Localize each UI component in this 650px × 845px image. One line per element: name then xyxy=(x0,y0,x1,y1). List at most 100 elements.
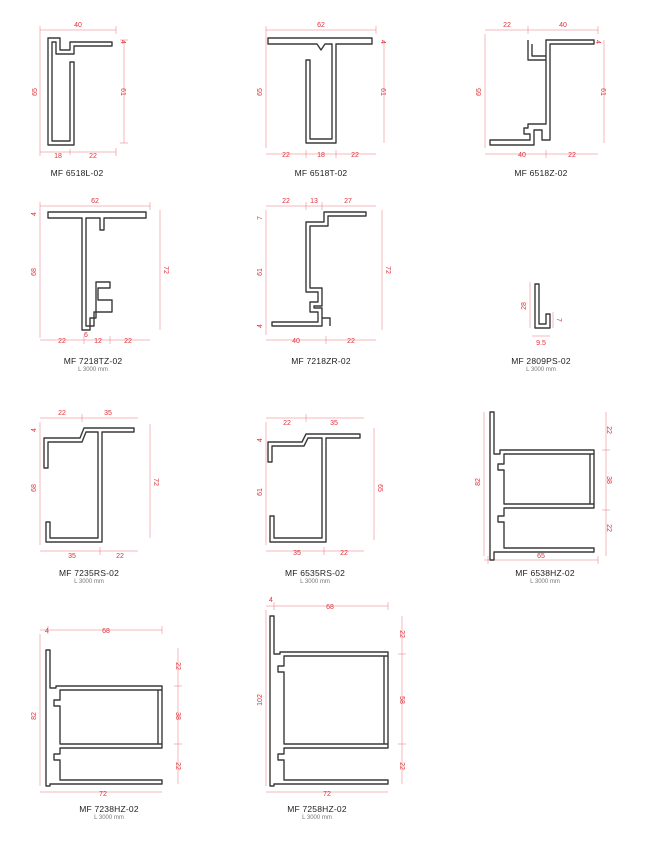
profile-outline-web xyxy=(589,454,595,504)
dim-label: 72 xyxy=(99,791,107,798)
profile-caption: MF 7238HZ-02 L 3000 mm xyxy=(24,804,194,821)
dim-label: 22 xyxy=(174,762,181,770)
dimension-lines xyxy=(484,26,605,158)
profile-length: L 3000 mm xyxy=(530,579,560,585)
profile-outline xyxy=(47,211,147,331)
dim-label: 61 xyxy=(599,88,606,96)
profile-6518z xyxy=(484,26,605,158)
dim-label: 22 xyxy=(58,338,66,345)
dim-label: 22 xyxy=(89,153,97,160)
profile-7218zr xyxy=(265,202,383,344)
dim-label: 65 xyxy=(476,88,483,96)
dim-label: 62 xyxy=(91,198,99,205)
dimension-lines xyxy=(529,282,554,337)
profile-6518l xyxy=(39,26,128,156)
profile-outline-lip xyxy=(322,317,331,326)
dim-label: 40 xyxy=(74,22,82,29)
dim-label: 22 xyxy=(340,550,348,557)
profile-caption: MF 6518L-02 xyxy=(0,168,162,178)
dim-label: 4 xyxy=(594,40,601,44)
dim-label: 22 xyxy=(605,524,612,532)
profile-caption: MF 7218TZ-02 L 3000 mm xyxy=(8,356,178,373)
profile-6518t xyxy=(265,26,385,158)
profile-name: MF 2809PS-02 xyxy=(511,356,571,366)
profile-length: L 3000 mm xyxy=(300,579,330,585)
dim-label: 18 xyxy=(317,152,325,159)
dim-label: 35 xyxy=(293,550,301,557)
dim-label: 9.5 xyxy=(536,340,546,347)
dim-label: 7 xyxy=(555,318,562,322)
profile-name: MF 7218ZR-02 xyxy=(291,356,351,366)
profile-name: MF 7258HZ-02 xyxy=(287,804,347,814)
dim-label: 82 xyxy=(31,712,38,720)
profile-caption: MF 7218ZR-02 xyxy=(236,356,406,366)
dim-label: 35 xyxy=(68,553,76,560)
profile-name: MF 6538HZ-02 xyxy=(515,568,575,578)
dim-label: 65 xyxy=(257,88,264,96)
dim-label: 72 xyxy=(323,791,331,798)
dim-label: 40 xyxy=(518,152,526,159)
profile-caption: MF 6535RS-02 L 3000 mm xyxy=(230,568,400,585)
profile-7235rs xyxy=(39,414,151,555)
dim-label: 65 xyxy=(376,484,383,492)
dim-label: 13 xyxy=(310,198,318,205)
dim-label: 4 xyxy=(257,438,264,442)
profile-name: MF 6535RS-02 xyxy=(284,568,346,578)
profile-caption: MF 6518Z-02 xyxy=(456,168,626,178)
profile-2809ps xyxy=(529,282,554,337)
dim-label: 22 xyxy=(351,152,359,159)
dim-label: 22 xyxy=(124,338,132,345)
profile-length: L 3000 mm xyxy=(94,815,124,821)
dim-label: 40 xyxy=(559,22,567,29)
dim-label: 4 xyxy=(257,324,264,328)
profile-outline xyxy=(47,37,113,146)
dim-label: 22 xyxy=(605,426,612,434)
profile-caption: MF 2809PS-02 L 3000 mm xyxy=(456,356,626,373)
profile-6538hz xyxy=(483,411,610,564)
dimension-lines xyxy=(265,414,375,555)
dim-label: 22 xyxy=(282,198,290,205)
profile-outline xyxy=(267,37,373,144)
dim-label: 22 xyxy=(347,338,355,345)
profile-6535rs xyxy=(265,414,375,555)
profile-name: MF 6518Z-02 xyxy=(514,168,568,178)
dim-label: 4 xyxy=(31,212,38,216)
dim-label: 18 xyxy=(54,153,62,160)
dim-label: 68 xyxy=(102,628,110,635)
dimension-lines xyxy=(39,202,161,344)
dim-label: 68 xyxy=(31,484,38,492)
dim-label: 72 xyxy=(162,266,169,274)
dim-label: 72 xyxy=(152,478,159,486)
dim-label: 12 xyxy=(94,338,102,345)
profile-outline-top xyxy=(527,40,546,61)
dim-label: 4 xyxy=(119,40,126,44)
dim-label: 38 xyxy=(605,476,612,484)
dimension-lines xyxy=(483,412,610,564)
dim-label: 4 xyxy=(45,628,49,635)
dim-label: 22 xyxy=(58,410,66,417)
profile-name: MF 7238HZ-02 xyxy=(79,804,139,814)
profile-name: MF 6518T-02 xyxy=(294,168,348,178)
profile-length: L 3000 mm xyxy=(526,367,556,373)
dimension-lines xyxy=(265,26,385,158)
dim-label: 22 xyxy=(568,152,576,159)
dim-label: 22 xyxy=(398,630,405,638)
dim-label: 61 xyxy=(379,88,386,96)
dimension-lines xyxy=(39,26,128,156)
dim-label: 68 xyxy=(31,268,38,276)
dim-label: 62 xyxy=(317,22,325,29)
profile-7218tz xyxy=(39,202,161,344)
profile-name: MF 7218TZ-02 xyxy=(63,356,123,366)
dim-label: 35 xyxy=(330,420,338,427)
profile-outline-web xyxy=(383,656,389,744)
dim-label: 4 xyxy=(31,428,38,432)
dimension-labels: 40 65 4 61 18 22 62 65 4 61 22 18 22 22 … xyxy=(31,22,612,798)
dim-label: 22 xyxy=(283,420,291,427)
dim-label: 22 xyxy=(282,152,290,159)
profile-7258hz xyxy=(265,602,406,793)
dim-label: 35 xyxy=(104,410,112,417)
profile-caption: MF 6538HZ-02 L 3000 mm xyxy=(460,568,630,585)
dim-label: 82 xyxy=(475,478,482,486)
dim-label: 4 xyxy=(379,40,386,44)
dim-label: 40 xyxy=(292,338,300,345)
